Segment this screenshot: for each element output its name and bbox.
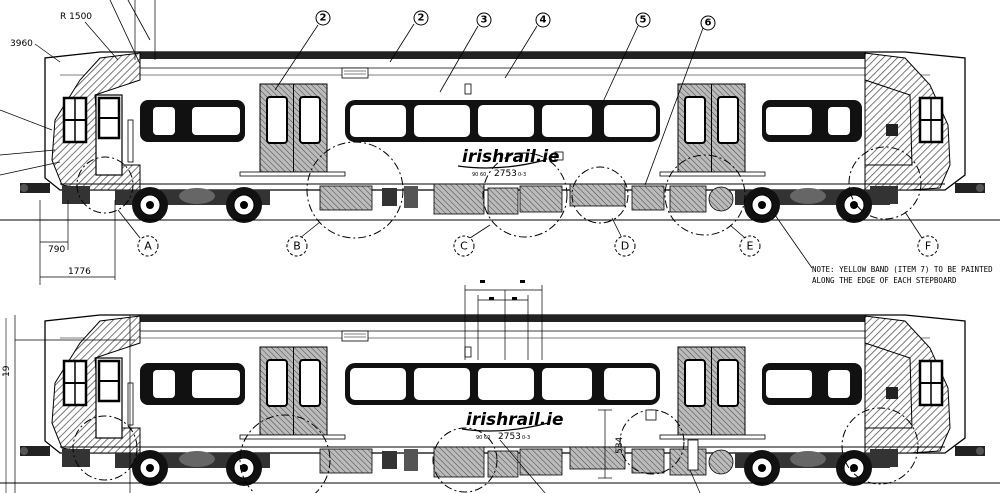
dimension-ticks bbox=[480, 280, 525, 300]
train-car-elevation-top bbox=[0, 50, 1000, 225]
detail-circles-bottom bbox=[72, 407, 919, 493]
svg-text:3: 3 bbox=[481, 15, 488, 26]
detail-label-f: F bbox=[917, 235, 939, 257]
detail-label-a: A bbox=[137, 235, 159, 257]
uic-suffix-bottom: 0-3 bbox=[522, 435, 530, 441]
detail-circles-top bbox=[76, 141, 922, 239]
leader-left-cab bbox=[0, 109, 61, 176]
height-label: 3960 bbox=[10, 39, 33, 49]
dimension-790: 790 bbox=[48, 245, 65, 255]
svg-text:E: E bbox=[747, 240, 754, 253]
livery-bottom: irishrail.ie 90 60 2753 0-3 bbox=[461, 410, 564, 442]
callout-item-2a: 2 bbox=[315, 10, 331, 26]
callout-item-4: 4 bbox=[535, 12, 551, 28]
svg-text:C: C bbox=[460, 240, 468, 253]
uic-suffix-top: 0-3 bbox=[518, 172, 526, 178]
car-number-bottom: 2753 bbox=[498, 432, 521, 442]
callout-item-5: 5 bbox=[635, 12, 651, 28]
dimension-side: 19 bbox=[2, 365, 12, 377]
callout-item-6: 6 bbox=[700, 15, 716, 31]
note-line-1: NOTE: YELLOW BAND (ITEM 7) TO BE PAINTED bbox=[812, 265, 993, 274]
detail-label-d: D bbox=[614, 235, 636, 257]
radius-label: R 1500 bbox=[60, 12, 92, 22]
detail-label-e: E bbox=[739, 235, 761, 257]
svg-text:F: F bbox=[925, 240, 931, 253]
detail-label-c: C bbox=[453, 235, 475, 257]
detail-leaders bbox=[117, 209, 923, 239]
dimension-584: 584 bbox=[615, 437, 625, 454]
uic-prefix-top: 90 60 bbox=[472, 172, 486, 178]
uic-prefix-bottom: 90 60 bbox=[476, 435, 490, 441]
svg-text:6: 6 bbox=[705, 18, 712, 29]
svg-text:2: 2 bbox=[320, 13, 327, 24]
livery-logo-bottom: irishrail.ie bbox=[466, 410, 564, 430]
livery-logo-top: irishrail.ie bbox=[462, 147, 560, 167]
callout-item-3: 3 bbox=[476, 12, 492, 28]
svg-text:5: 5 bbox=[640, 15, 647, 26]
svg-text:2: 2 bbox=[418, 13, 425, 24]
svg-text:D: D bbox=[621, 240, 629, 253]
callout-item-2b: 2 bbox=[413, 10, 429, 26]
note-line-2: ALONG THE EDGE OF EACH STEPBOARD bbox=[812, 276, 957, 285]
svg-text:A: A bbox=[144, 240, 152, 253]
bottom-dimension-lines bbox=[14, 285, 701, 493]
car-number-top: 2753 bbox=[494, 169, 517, 179]
train-car-elevation-bottom bbox=[0, 313, 1000, 488]
small-detail-box bbox=[645, 409, 657, 421]
svg-text:4: 4 bbox=[540, 15, 547, 26]
small-detail-bracket bbox=[687, 439, 699, 471]
livery-top: irishrail.ie 90 60 2753 0-3 bbox=[457, 147, 564, 179]
dimension-1776: 1776 bbox=[68, 267, 91, 277]
detail-label-b: B bbox=[286, 235, 308, 257]
dimension-lines bbox=[39, 0, 156, 285]
svg-text:B: B bbox=[293, 240, 301, 253]
